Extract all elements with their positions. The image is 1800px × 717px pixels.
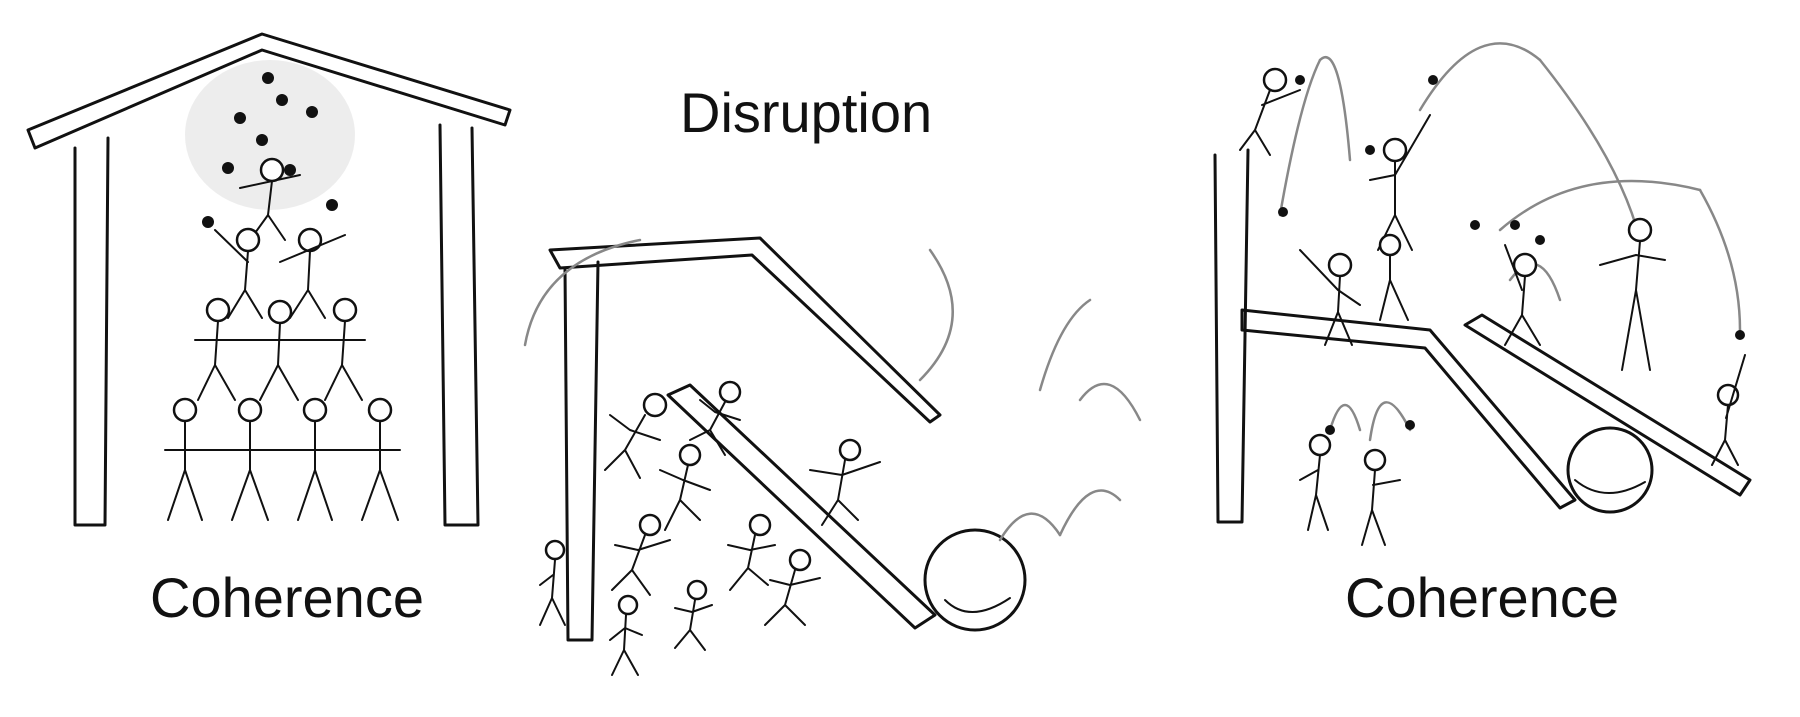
right-panel <box>1213 42 1752 546</box>
caption-coherence-left: Coherence <box>150 566 424 629</box>
juggling-balls-left <box>202 72 338 228</box>
bounce-arc-2 <box>1058 489 1122 537</box>
right-figures <box>1239 67 1746 546</box>
left-pillar-right <box>438 123 480 527</box>
right-pillar <box>1213 148 1250 524</box>
right-ball-shade <box>1574 479 1646 494</box>
right-ball <box>1566 426 1654 514</box>
middle-pillar <box>563 260 600 642</box>
left-roof <box>26 32 512 150</box>
left-panel <box>26 32 512 527</box>
left-pillar-left <box>73 136 110 527</box>
motion-arc-1 <box>523 238 642 347</box>
human-pyramid <box>164 157 401 521</box>
caption-disruption: Disruption <box>680 81 933 144</box>
bounce-arc-1 <box>998 512 1062 542</box>
caption-coherence-right: Coherence <box>1345 566 1619 629</box>
bounce-arc-4 <box>1038 298 1092 392</box>
middle-panel <box>523 236 1142 676</box>
right-beam-bent <box>1240 308 1577 510</box>
falling-figures <box>539 380 881 676</box>
juggling-arcs-right <box>1278 42 1742 442</box>
right-seesaw-plank <box>1463 313 1752 497</box>
middle-fallen-beam <box>666 383 937 630</box>
middle-ball-shade <box>944 597 1011 613</box>
motion-arc-2 <box>918 248 954 382</box>
juggling-balls-right <box>1278 75 1745 435</box>
bounce-arc-3 <box>1078 382 1142 422</box>
middle-ball <box>923 528 1027 632</box>
middle-roof <box>548 236 942 424</box>
